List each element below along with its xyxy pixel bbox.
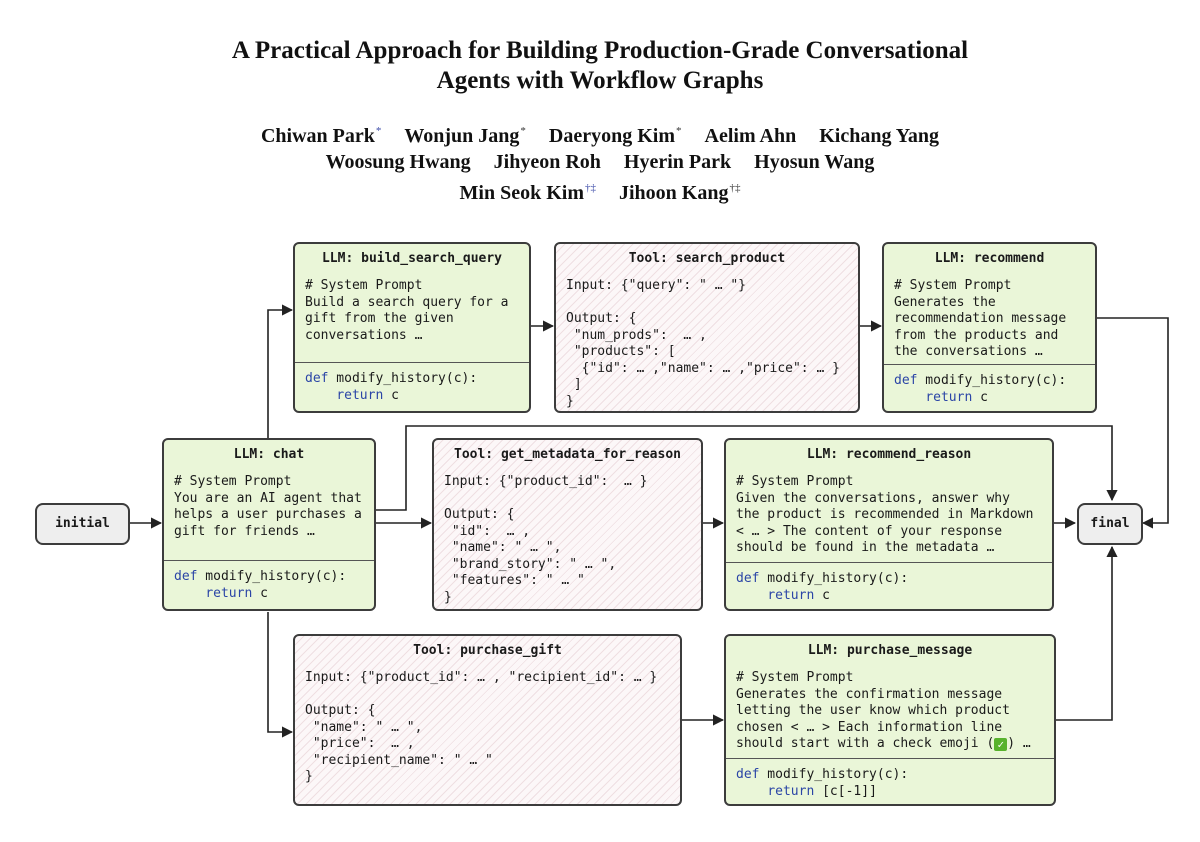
author: Aelim Ahn (704, 125, 797, 147)
title-line-2: Agents with Workflow Graphs (436, 67, 764, 94)
final-label: final (1090, 515, 1130, 531)
tool-io-spec: Input: {"query": " … "} Output: { "num_p… (566, 278, 840, 409)
node-header: LLM: recommend_reason (806, 447, 972, 462)
llm-chat-node: LLM: chat # System Prompt You are an AI … (162, 438, 376, 611)
initial-node: initial (35, 503, 130, 545)
tool-purchase-gift-node: Tool: purchase_gift Input: {"product_id"… (293, 634, 682, 806)
edge-chat-build-search-query (267, 304, 294, 438)
author: Jihyeon Roh (493, 151, 601, 173)
node-divider (164, 560, 374, 561)
title-line-1: A Practical Approach for Building Produc… (231, 37, 969, 64)
node-header: Tool: search_product (628, 251, 786, 266)
author: Jihoon Kang†‡ (618, 182, 741, 204)
edge-chat-final (376, 425, 1118, 511)
modify-history-code: def modify_history(c): return c (174, 569, 347, 601)
author: Woosung Hwang (325, 151, 471, 173)
author-row-2: Woosung Hwang Jihyeon Roh Hyerin Park Hy… (0, 149, 1200, 175)
system-prompt: # System Prompt Generates the recommenda… (894, 278, 1067, 359)
node-header: LLM: purchase_message (807, 643, 973, 658)
author: Kichang Yang (819, 125, 940, 147)
llm-recommend-reason-node: LLM: recommend_reason # System Prompt Gi… (724, 438, 1054, 611)
node-header: LLM: chat (233, 447, 305, 462)
node-header: LLM: build_search_query (321, 251, 502, 266)
author: Wonjun Jang* (404, 125, 526, 147)
author: Min Seok Kim†‡ (459, 182, 596, 204)
paper-title: A Practical Approach for Building Produc… (0, 36, 1200, 96)
tool-get-metadata-for-reason-node: Tool: get_metadata_for_reason Input: {"p… (432, 438, 703, 611)
author-list: Chiwan Park* Wonjun Jang* Daeryong Kim* … (0, 118, 1200, 206)
author-row-1: Chiwan Park* Wonjun Jang* Daeryong Kim* … (0, 118, 1200, 149)
edge-chat-purchase-gift (267, 612, 294, 738)
tool-io-spec: Input: {"product_id": … , "recipient_id"… (305, 670, 658, 784)
modify-history-code: def modify_history(c): return c (736, 571, 909, 603)
tool-io-spec: Input: {"product_id": … } Output: { "id"… (444, 474, 648, 605)
author: Daeryong Kim* (548, 125, 682, 147)
author-row-3: Min Seok Kim†‡ Jihoon Kang†‡ (0, 175, 1200, 206)
llm-recommend-node: LLM: recommend # System Prompt Generates… (882, 242, 1097, 413)
edge-recommend-final (1097, 317, 1169, 529)
system-prompt: # System Prompt Given the conversations,… (736, 474, 1034, 555)
tool-search-product-node: Tool: search_product Input: {"query": " … (554, 242, 860, 413)
author: Hyerin Park (623, 151, 732, 173)
llm-purchase-message-node: LLM: purchase_message # System Prompt Ge… (724, 634, 1056, 806)
check-emoji-icon: ✓ (994, 738, 1008, 751)
node-header: LLM: recommend (934, 251, 1045, 266)
node-header: Tool: purchase_gift (413, 643, 562, 658)
node-divider (295, 362, 529, 363)
node-divider (884, 364, 1095, 365)
author: Hyosun Wang (754, 151, 875, 173)
modify-history-code: def modify_history(c): return c (894, 373, 1067, 405)
llm-build-search-query-node: LLM: build_search_query # System Prompt … (293, 242, 531, 413)
node-header: Tool: get_metadata_for_reason (454, 447, 681, 462)
modify-history-code: def modify_history(c): return c (305, 371, 478, 403)
final-node: final (1077, 503, 1143, 545)
node-divider (726, 758, 1054, 759)
edge-purchase-message-final (1056, 545, 1118, 721)
system-prompt: # System Prompt Build a search query for… (305, 278, 509, 343)
modify-history-code: def modify_history(c): return [c[-1]] (736, 767, 909, 799)
initial-label: initial (55, 515, 110, 531)
author: Chiwan Park* (260, 125, 382, 147)
system-prompt: # System Prompt You are an AI agent that… (174, 474, 362, 539)
system-prompt: # System Prompt Generates the confirmati… (736, 670, 1031, 751)
node-divider (726, 562, 1052, 563)
